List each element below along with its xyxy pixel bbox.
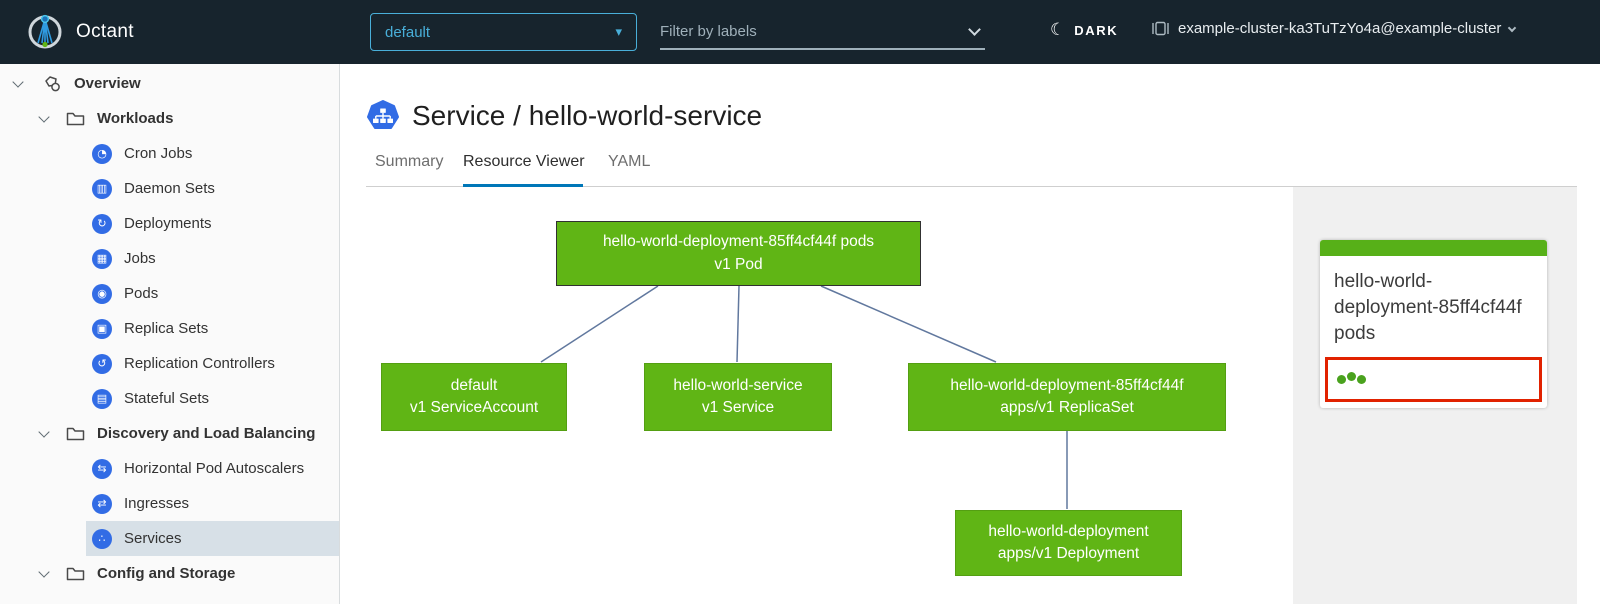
app-header: Octant default ▾ ☾ DARK example-cluster-…	[0, 0, 1600, 64]
octant-logo-icon	[28, 14, 62, 49]
sidebar-item-label: Horizontal Pod Autoscalers	[124, 460, 305, 477]
pod-status-highlight-box[interactable]	[1325, 356, 1542, 402]
tab-resource-viewer[interactable]: Resource Viewer	[463, 153, 585, 170]
sidebar-item-label: Overview	[74, 75, 141, 92]
page-title: Service / hello-world-service	[412, 100, 763, 131]
services-icon: ∴	[92, 528, 112, 549]
sidebar-item-horizontal-pod-autoscalers[interactable]: ⇆ Horizontal Pod Autoscalers	[0, 451, 339, 486]
node-name: default	[450, 376, 498, 394]
sidebar-item-label: Cron Jobs	[124, 145, 193, 162]
sidebar-item-workloads[interactable]: Workloads	[0, 101, 339, 136]
sidebar-item-replica-sets[interactable]: ▣ Replica Sets	[0, 311, 339, 346]
sidebar-item-label: Services	[124, 530, 182, 547]
tab-summary[interactable]: Summary	[375, 153, 444, 170]
folder-icon	[66, 112, 85, 126]
graph-node-pod[interactable]: hello-world-deployment-85ff4cf44f pods v…	[556, 221, 921, 286]
sidebar-item-label: Deployments	[124, 215, 212, 232]
pod-status-dot	[1347, 371, 1356, 381]
chevron-down-icon[interactable]	[38, 565, 50, 578]
selected-resource-title: hello-world-deployment-85ff4cf44f pods	[1334, 271, 1522, 345]
daemonsets-icon: ▥	[92, 178, 112, 199]
sidebar-item-label: Daemon Sets	[124, 180, 215, 197]
deployments-icon: ↻	[92, 213, 112, 234]
chevron-down-icon[interactable]	[12, 75, 24, 88]
pod-status-dot	[1337, 374, 1346, 384]
sidebar-item-label: Jobs	[124, 250, 156, 267]
sidebar-item-label: Config and Storage	[97, 565, 236, 582]
sidebar-item-overview[interactable]: Overview	[0, 66, 339, 101]
folder-icon	[66, 427, 85, 441]
cronjobs-icon: ◔	[92, 143, 112, 164]
node-name: hello-world-deployment-85ff4cf44f pods	[602, 233, 875, 251]
chevron-down-icon	[1508, 23, 1517, 32]
status-bar	[1320, 240, 1547, 256]
dropdown-caret-icon: ▾	[615, 24, 622, 39]
node-kind: apps/v1 ReplicaSet	[1000, 399, 1134, 416]
sidebar-item-replication-controllers[interactable]: ↺ Replication Controllers	[0, 346, 339, 381]
sidebar-item-label: Stateful Sets	[124, 390, 210, 407]
pods-icon: ◉	[92, 283, 112, 304]
sidebar-item-deployments[interactable]: ↻ Deployments	[0, 206, 339, 241]
selected-resource-card[interactable]: hello-world-deployment-85ff4cf44f pods	[1320, 240, 1547, 408]
active-tab-underline	[463, 184, 583, 187]
theme-toggle-label: DARK	[1074, 22, 1119, 38]
navigation-sidebar: Overview Workloads ◔ Cron Jobs ▥ Daemon …	[0, 64, 340, 604]
sidebar-item-jobs[interactable]: ▦ Jobs	[0, 241, 339, 276]
graph-node-serviceaccount[interactable]: default v1 ServiceAccount	[381, 363, 567, 431]
sidebar-item-pods[interactable]: ◉ Pods	[0, 276, 339, 311]
folder-icon	[66, 567, 85, 581]
statefulsets-icon: ▤	[92, 388, 112, 409]
cluster-icon	[1152, 21, 1169, 36]
node-name: hello-world-deployment	[988, 522, 1149, 540]
graph-node-replicaset[interactable]: hello-world-deployment-85ff4cf44f apps/v…	[908, 363, 1226, 431]
hpa-icon: ⇆	[92, 458, 112, 479]
label-filter[interactable]	[660, 14, 985, 50]
sidebar-item-label: Replica Sets	[124, 320, 209, 337]
theme-toggle[interactable]: ☾ DARK	[1050, 20, 1118, 40]
cluster-selector[interactable]: example-cluster-ka3TuTzYo4a@example-clus…	[1152, 20, 1517, 37]
label-filter-input[interactable]	[660, 22, 970, 40]
sidebar-item-label: Replication Controllers	[124, 355, 275, 372]
brand: Octant	[26, 13, 134, 51]
sidebar-item-discovery-and-load-balancing[interactable]: Discovery and Load Balancing	[0, 416, 339, 451]
replicasets-icon: ▣	[92, 318, 112, 339]
content-divider	[366, 186, 1577, 187]
sidebar-item-label: Ingresses	[124, 495, 190, 512]
node-kind: v1 ServiceAccount	[409, 399, 539, 416]
node-kind: v1 Pod	[714, 255, 763, 273]
sidebar-item-ingresses[interactable]: ⇄ Ingresses	[0, 486, 339, 521]
page-title-row: Service / hello-world-service	[367, 100, 762, 132]
sidebar-item-config-and-storage[interactable]: Config and Storage	[0, 556, 339, 591]
moon-icon: ☾	[1050, 20, 1066, 39]
node-kind: apps/v1 Deployment	[997, 545, 1140, 562]
service-icon	[367, 100, 399, 129]
tab-yaml[interactable]: YAML	[608, 153, 651, 170]
pod-status-dot	[1357, 374, 1366, 384]
app-title: Octant	[76, 21, 134, 42]
sidebar-item-label: Discovery and Load Balancing	[97, 425, 316, 442]
detail-panel: hello-world-deployment-85ff4cf44f pods	[1293, 187, 1577, 604]
chevron-down-icon[interactable]	[38, 110, 50, 123]
chevron-down-icon[interactable]	[968, 22, 981, 36]
replicationcontrollers-icon: ↺	[92, 353, 112, 374]
sidebar-item-services[interactable]: ∴ Services	[0, 521, 339, 556]
node-name: hello-world-service	[673, 376, 803, 394]
sidebar-item-daemon-sets[interactable]: ▥ Daemon Sets	[0, 171, 339, 206]
namespace-value: default	[385, 23, 431, 41]
sidebar-item-label: Pods	[124, 285, 159, 302]
graph-node-deployment[interactable]: hello-world-deployment apps/v1 Deploymen…	[955, 510, 1182, 576]
node-name: hello-world-deployment-85ff4cf44f	[950, 376, 1184, 394]
namespace-dropdown[interactable]: default ▾	[370, 13, 637, 51]
overview-icon	[45, 75, 60, 91]
chevron-down-icon[interactable]	[38, 425, 50, 438]
cluster-name: example-cluster-ka3TuTzYo4a@example-clus…	[1178, 20, 1502, 37]
node-kind: v1 Service	[701, 399, 775, 416]
sidebar-item-stateful-sets[interactable]: ▤ Stateful Sets	[0, 381, 339, 416]
sidebar-item-cron-jobs[interactable]: ◔ Cron Jobs	[0, 136, 339, 171]
ingresses-icon: ⇄	[92, 493, 112, 514]
jobs-icon: ▦	[92, 248, 112, 269]
graph-node-service[interactable]: hello-world-service v1 Service	[644, 363, 832, 431]
sidebar-item-label: Workloads	[97, 110, 174, 127]
